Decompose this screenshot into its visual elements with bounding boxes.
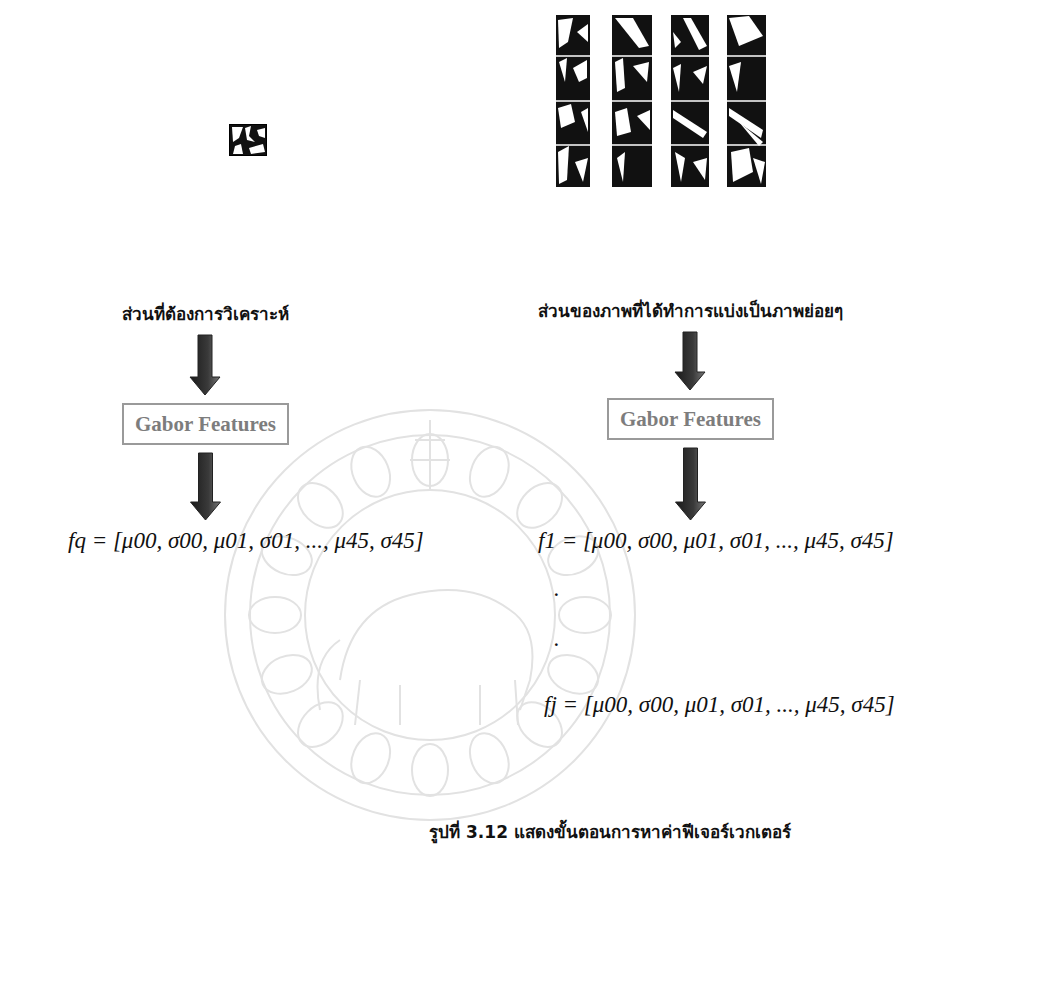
flow-arrow bbox=[190, 335, 220, 395]
node-label: ส่วนที่ต้องการวิเคราะห์ bbox=[122, 300, 289, 327]
image-region: ส่วนที่ต้องการวิเคราะห์ bbox=[95, 115, 315, 327]
watermark-emblem bbox=[180, 380, 680, 860]
node-label: Gabor Features bbox=[135, 412, 276, 437]
subimage-grid bbox=[553, 12, 769, 190]
flow-arrow bbox=[191, 453, 221, 520]
figure-caption: รูปที่ 3.12 แสดงขั้นตอนการหาค่าฟีเจอร์เว… bbox=[300, 818, 920, 845]
feature-vector: f1 = [μ00, σ00, μ01, σ01, ..., μ45, σ45]… bbox=[538, 528, 958, 728]
feature-vector: fq = [μ00, σ00, μ01, σ01, ..., μ45, σ45] bbox=[68, 528, 488, 562]
flow-arrow bbox=[676, 448, 706, 520]
formula-text: fq = [μ00, σ00, μ01, σ01, ..., μ45, σ45] bbox=[68, 528, 424, 554]
formula-text: . bbox=[554, 626, 560, 652]
node-label: Gabor Features bbox=[620, 407, 761, 432]
formula-text: . bbox=[554, 576, 560, 602]
process-box: Gabor Features bbox=[607, 398, 774, 440]
formula-text: f1 = [μ00, σ00, μ01, σ01, ..., μ45, σ45] bbox=[538, 528, 894, 554]
image-region: ส่วนของภาพที่ได้ทำการแบ่งเป็นภาพย่อยๆ bbox=[533, 8, 848, 324]
formula-text: fj = [μ00, σ00, μ01, σ01, ..., μ45, σ45] bbox=[544, 692, 895, 718]
process-box: Gabor Features bbox=[122, 403, 289, 445]
flow-arrow bbox=[675, 332, 705, 390]
node-label: ส่วนของภาพที่ได้ทำการแบ่งเป็นภาพย่อยๆ bbox=[538, 297, 843, 324]
query-image-patch bbox=[229, 124, 267, 156]
